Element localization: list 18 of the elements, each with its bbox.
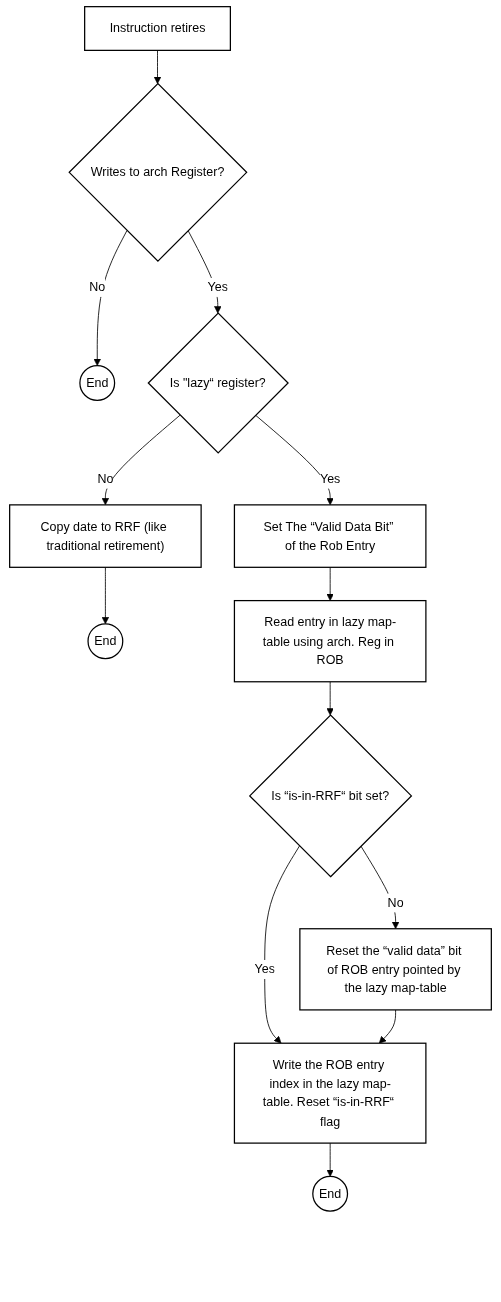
- node-box: Reset the “valid data” bit of ROB entry pointed by the lazy map-table: [299, 928, 492, 1011]
- node-box: Instruction retires: [84, 6, 231, 51]
- node-box: Copy date to RRF (like traditional retirement): [9, 504, 202, 568]
- edge-label: No: [89, 279, 106, 294]
- node-box: Write the ROB entry index in the lazy map-table. Reset “is-in-RRF“ flag: [233, 1042, 427, 1144]
- node-box: Read entry in lazy map-table using arch. Reg in ROB: [233, 600, 427, 683]
- node-diamond: Writes to arch Register?: [68, 82, 248, 262]
- node-circle: End: [79, 365, 116, 401]
- edge-label: Yes: [319, 471, 341, 486]
- node-diamond: Is "lazy“ register?: [147, 312, 289, 454]
- edge-label: No: [97, 471, 114, 486]
- node-circle: End: [87, 623, 124, 660]
- node-diamond: Is “is-in-RRF“ bit set?: [248, 714, 413, 878]
- node-circle: End: [312, 1175, 349, 1212]
- node-box: Set The “Valid Data Bit” of the Rob Entry: [233, 504, 427, 568]
- edge-label: Yes: [207, 279, 228, 294]
- edge-label: No: [387, 895, 404, 910]
- edge-label: Yes: [254, 961, 275, 976]
